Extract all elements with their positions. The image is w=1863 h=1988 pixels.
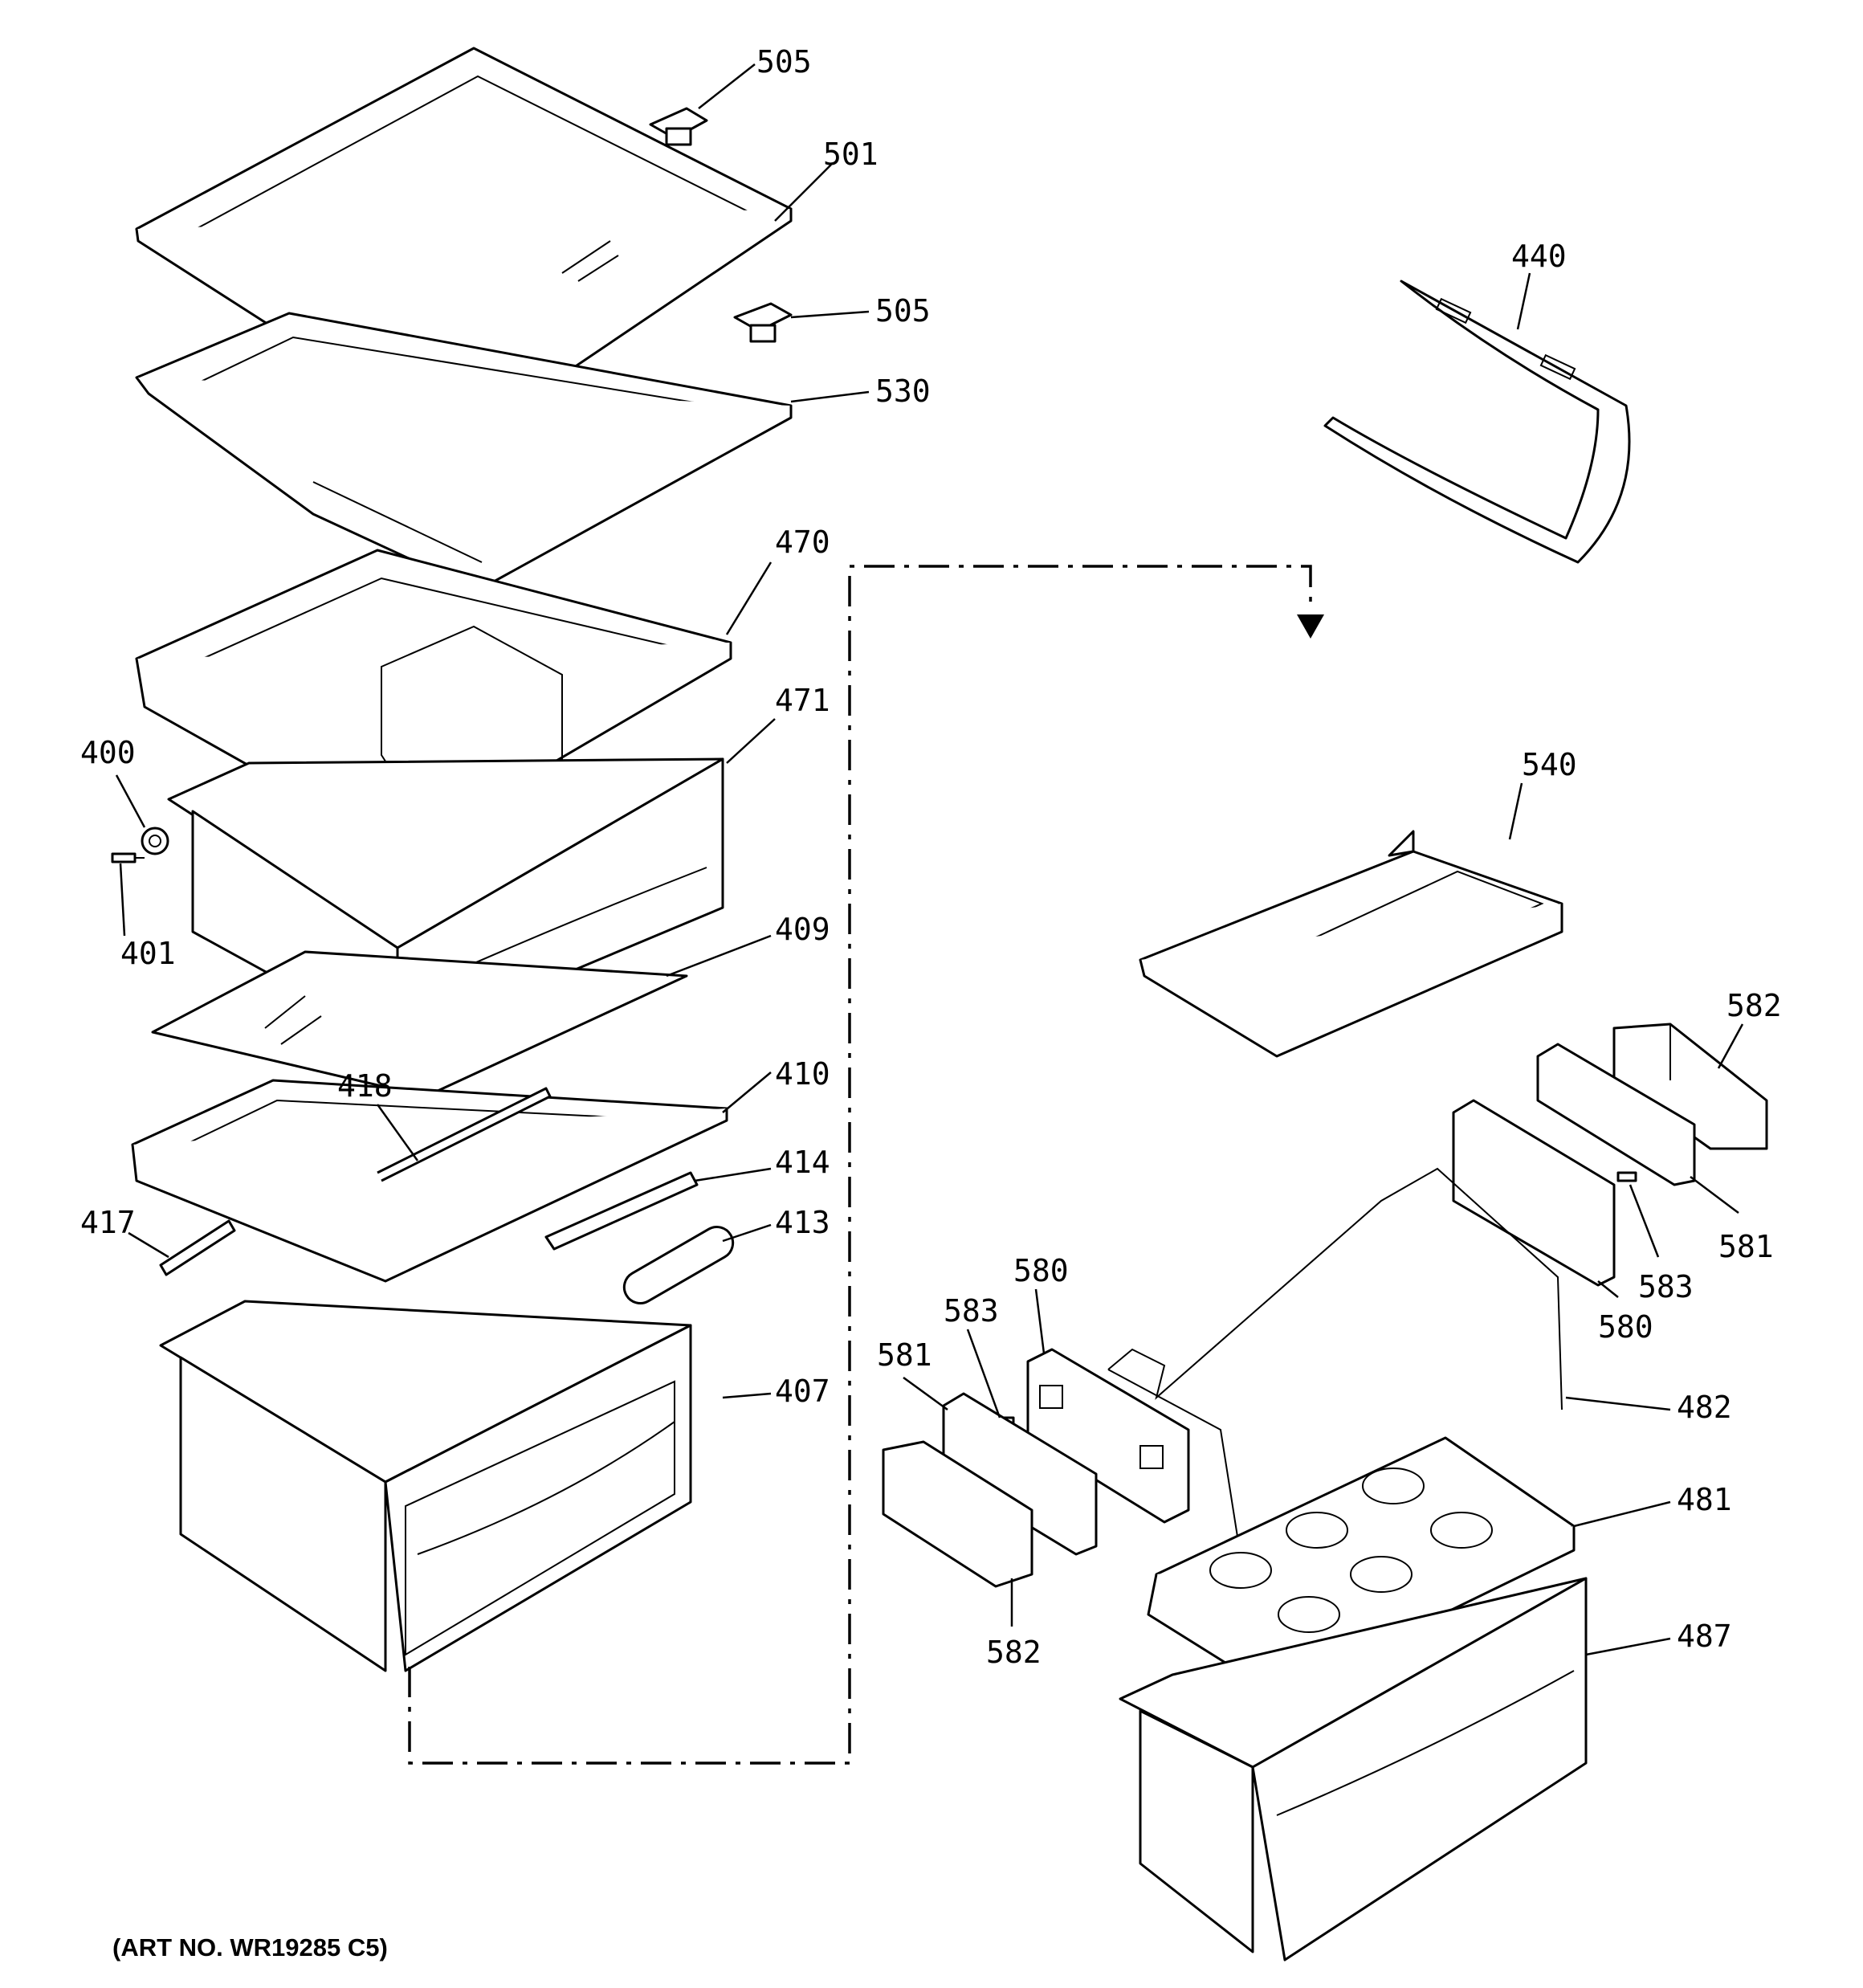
part-414-trim [544,1171,699,1251]
callout-481: 481 [1677,1482,1732,1517]
callout-580-left: 580 [1013,1253,1069,1288]
part-413-damper [622,1226,735,1304]
part-530-shelf-frame [135,312,793,592]
part-505-clip-side [733,302,793,343]
callout-505-top: 505 [756,44,812,80]
part-583-screw-right [1616,1171,1637,1182]
part-401-screw [111,852,145,863]
part-418-slide [377,1087,552,1182]
part-540-deli-lid [1139,830,1563,1058]
callout-505-side: 505 [875,293,931,329]
leader-lines [115,63,1744,1656]
callout-417: 417 [80,1205,136,1240]
callout-501: 501 [823,137,879,172]
callout-581-left: 581 [877,1337,932,1373]
part-580-bracket-right [1452,1099,1616,1287]
callout-583-right: 583 [1638,1269,1694,1304]
part-407-drawer [159,1300,692,1672]
callout-580-right: 580 [1598,1309,1653,1345]
part-409-glass-cover [151,950,688,1098]
part-482-wire-frame [1107,1167,1563,1583]
part-481-egg-tray [1147,1436,1576,1696]
callout-407: 407 [775,1374,830,1409]
part-470-pan-cover [135,549,732,853]
callout-540: 540 [1522,747,1577,782]
part-410-pan-frame [131,1079,728,1283]
callout-414: 414 [775,1145,830,1180]
callout-530: 530 [875,374,931,409]
callout-581-right: 581 [1718,1229,1774,1264]
part-487-snack-drawer [1119,1577,1588,1961]
part-440-cover [1323,280,1631,564]
part-400-roller [141,827,169,855]
callout-400: 400 [80,735,136,770]
callout-487: 487 [1677,1619,1732,1654]
callout-413: 413 [775,1205,830,1240]
part-582-end-cap-left [882,1440,1033,1588]
callout-582-left: 582 [986,1635,1042,1670]
callout-440: 440 [1511,239,1567,274]
art-number: (ART NO. WR19285 C5) [112,1933,388,1961]
callout-418: 418 [337,1068,393,1104]
part-505-clip-top [649,107,708,146]
callout-583-left: 583 [944,1293,999,1329]
callout-582-right: 582 [1726,988,1782,1023]
part-417-rod [159,1219,236,1276]
callout-482: 482 [1677,1390,1732,1425]
callout-470: 470 [775,525,830,560]
callout-409: 409 [775,912,830,947]
callout-471: 471 [775,683,830,718]
callout-401: 401 [120,936,176,971]
callout-410: 410 [775,1056,830,1092]
assembly-flow-path [408,565,1324,1765]
